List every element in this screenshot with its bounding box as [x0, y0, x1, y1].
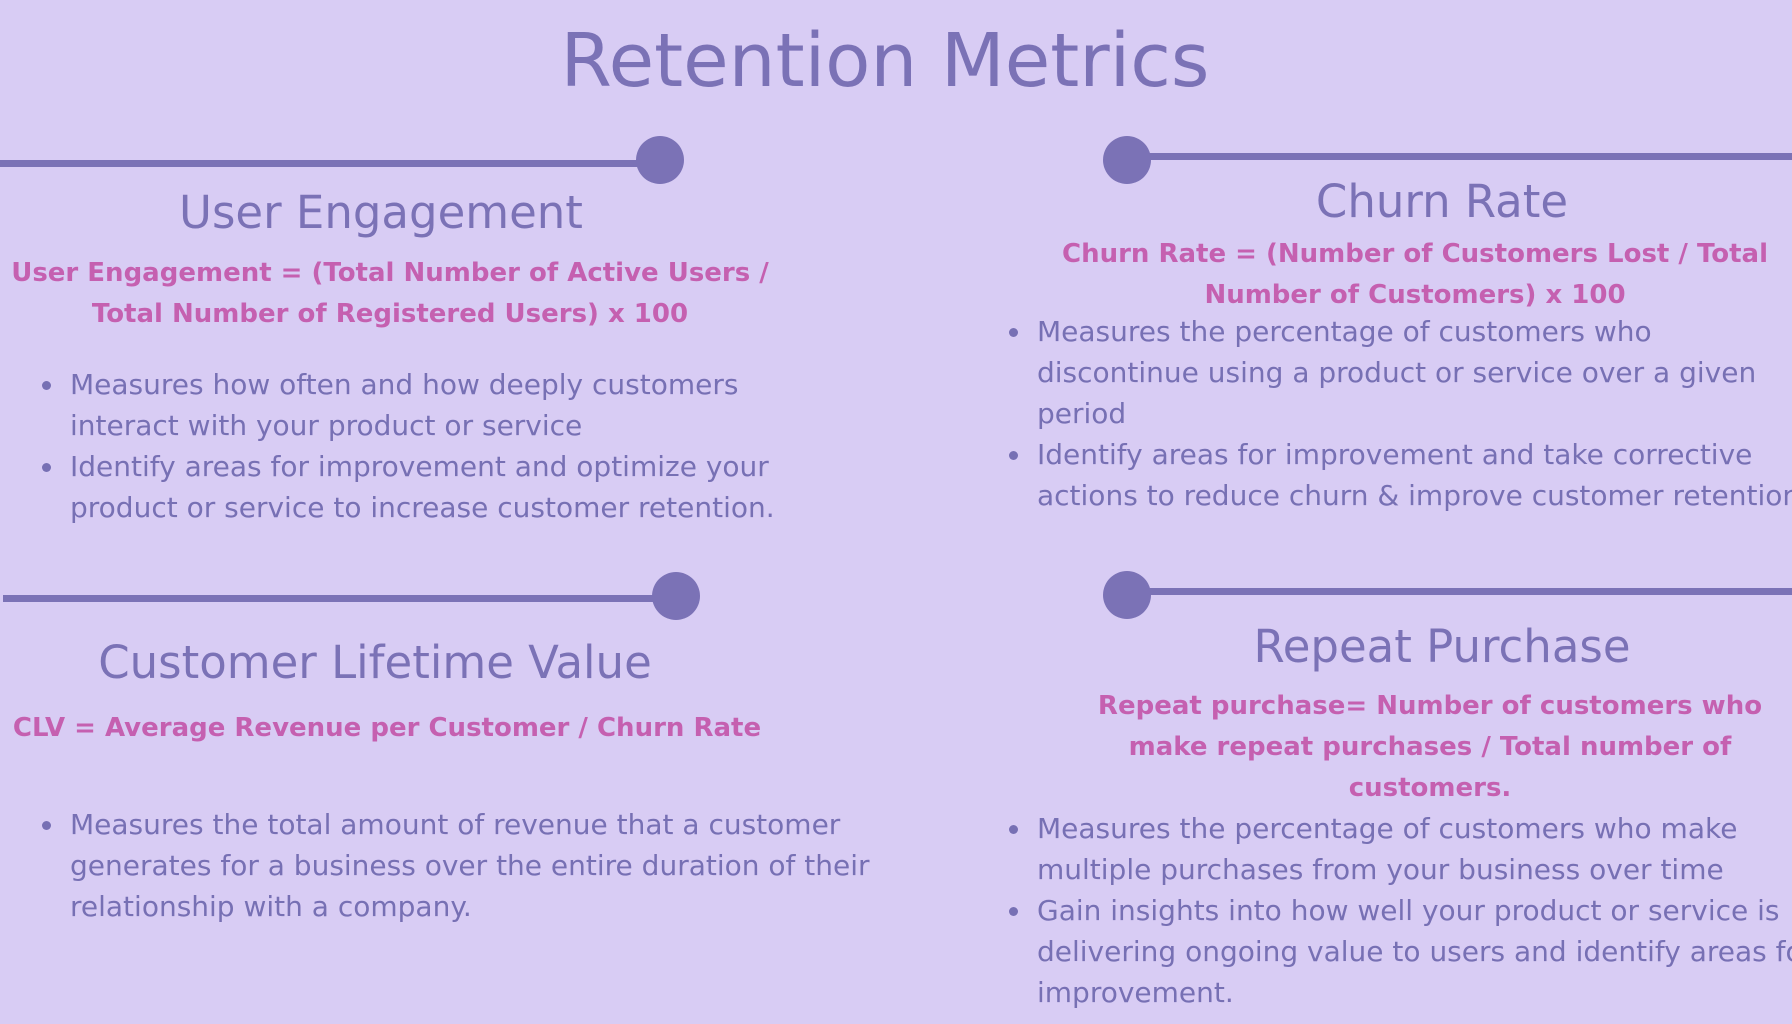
bullet-item: Measures the percentage of customers who…: [1033, 808, 1792, 890]
timeline-dot-churn-rate: [1103, 136, 1151, 184]
timeline-line-repeat-purchase: [1140, 588, 1792, 595]
bullet-list-repeat-purchase: Measures the percentage of customers who…: [1007, 808, 1792, 1013]
bullet-item: Measures how often and how deeply custom…: [66, 364, 856, 446]
page-title: Retention Metrics: [560, 18, 1210, 104]
bullet-list-clv: Measures the total amount of revenue tha…: [40, 804, 916, 927]
bullet-item: Measures the percentage of customers who…: [1033, 311, 1792, 434]
formula-churn-rate: Churn Rate = (Number of Customers Lost /…: [1062, 239, 1768, 310]
formula-user-engagement: User Engagement = (Total Number of Activ…: [11, 258, 769, 329]
timeline-line-user-engagement: [0, 160, 640, 167]
section-heading-clv: Customer Lifetime Value: [98, 636, 652, 689]
formula-repeat-purchase: Repeat purchase= Number of customers who…: [1097, 691, 1763, 803]
section-heading-churn-rate: Churn Rate: [1315, 175, 1569, 228]
formula-clv: CLV = Average Revenue per Customer / Chu…: [12, 713, 762, 743]
bullet-item: Identify areas for improvement and take …: [1033, 434, 1792, 516]
timeline-dot-repeat-purchase: [1103, 571, 1151, 619]
bullet-item: Gain insights into how well your product…: [1033, 890, 1792, 1013]
bullet-list-churn-rate: Measures the percentage of customers who…: [1007, 311, 1792, 516]
timeline-dot-clv: [652, 572, 700, 620]
timeline-line-clv: [3, 595, 683, 602]
bullet-item: Measures the total amount of revenue tha…: [66, 804, 916, 927]
section-heading-repeat-purchase: Repeat Purchase: [1253, 620, 1631, 673]
timeline-dot-user-engagement: [636, 136, 684, 184]
section-heading-user-engagement: User Engagement: [179, 186, 583, 239]
bullet-list-user-engagement: Measures how often and how deeply custom…: [40, 364, 856, 528]
timeline-line-churn-rate: [1140, 153, 1792, 160]
bullet-item: Identify areas for improvement and optim…: [66, 446, 856, 528]
